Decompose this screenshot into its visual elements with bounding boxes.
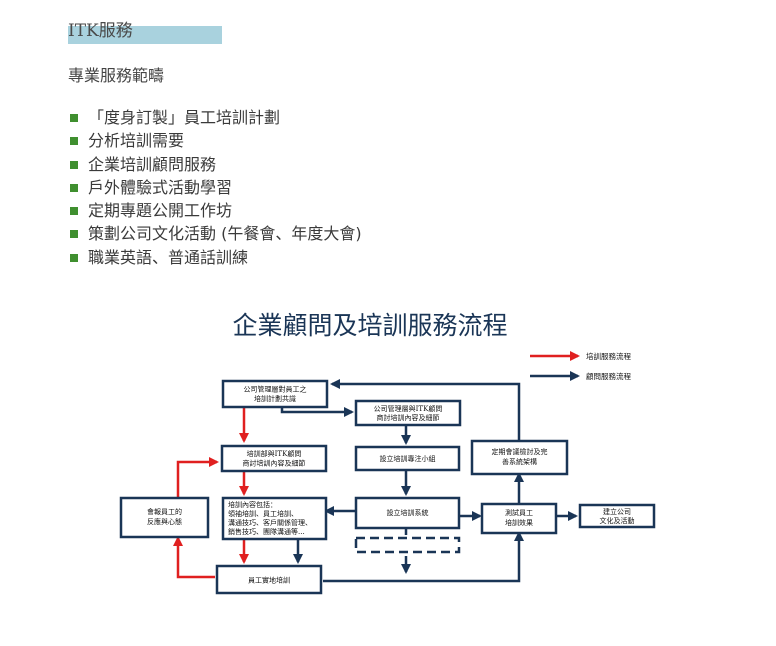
box-line: 銷售技巧、團隊溝通等... — [228, 527, 305, 536]
legend: 培訓服務流程 顧問服務流程 — [530, 351, 631, 381]
box-line: 善系統架構 — [502, 457, 537, 466]
box-culture: 建立公司 文化及活動 — [578, 503, 656, 529]
square-bullet-icon — [70, 137, 78, 146]
arrow-plan-to-mgmt-itk — [280, 407, 354, 417]
list-item: 戶外體驗式活動學習 — [70, 176, 362, 199]
legend-training-label: 培訓服務流程 — [586, 351, 631, 361]
box-feedback: 會報員工的 反應與心態 — [119, 496, 210, 539]
box-dashed — [354, 536, 461, 554]
box-review: 定期會議檢討及完 善系統架構 — [470, 439, 569, 476]
arrow-onsite-to-test — [323, 531, 524, 583]
square-bullet-icon — [70, 183, 78, 192]
square-bullet-icon — [70, 230, 78, 239]
list-item: 企業培訓顧問服務 — [70, 153, 362, 176]
box-content: 培訓內容包括： 領袖培訓、員工培訓、 溝通技巧、客戶關係管理、 銷售技巧、團隊溝… — [221, 496, 328, 541]
list-item-label: 定期專題公開工作坊 — [88, 201, 233, 221]
box-system: 設立培訓系統 — [354, 496, 461, 530]
box-line: 溝通技巧、客戶關係管理、 — [228, 518, 312, 527]
arrow-onsite-to-feedback — [173, 536, 215, 579]
box-training-itk: 培訓部與ITK顧問 商討培訓內容及細節 — [220, 444, 328, 473]
legend-consulting-label: 顧問服務流程 — [586, 371, 631, 381]
box-line: 設立培訓專注小組 — [380, 454, 436, 463]
square-bullet-icon — [70, 253, 78, 262]
square-bullet-icon — [70, 114, 78, 122]
list-item-label: 戶外體驗式活動學習 — [88, 177, 233, 197]
list-item: 定期專題公開工作坊 — [70, 199, 362, 222]
box-onsite: 員工實地培訓 — [215, 564, 323, 595]
flowchart-title: 企業顧問及培訓服務流程 — [232, 311, 508, 340]
square-bullet-icon — [70, 160, 78, 169]
box-line: 文化及活動 — [600, 516, 635, 525]
list-item: 分析培訓需要 — [70, 129, 362, 152]
box-mgmt-plan: 公司管理層對員工之 培訓計劃共識 — [221, 379, 329, 409]
list-item-label: 職業英語、普通話訓練 — [88, 247, 249, 267]
box-mgmt-itk: 公司管理層與ITK顧問 商討培訓內容及細節 — [354, 399, 462, 427]
box-line: 商討培訓內容及細節 — [243, 459, 306, 468]
list-item: 策劃公司文化活動 (午餐會、年度大會) — [70, 222, 362, 245]
section-heading: 專業服務範疇 — [68, 66, 165, 85]
list-item-label: 策劃公司文化活動 (午餐會、年度大會) — [88, 224, 362, 244]
box-line: 培訓內容包括： — [228, 500, 277, 509]
arrow-review-to-plan — [330, 379, 521, 441]
list-item: 「度身訂製」員工培訓計劃 — [70, 106, 362, 129]
box-line: 建立公司 — [603, 507, 631, 516]
box-line: 領袖培訓、員工培訓、 — [228, 509, 298, 518]
service-list: 「度身訂製」員工培訓計劃 分析培訓需要 企業培訓顧問服務 戶外體驗式活動學習 定… — [70, 106, 362, 269]
box-line: 設立培訓系統 — [387, 508, 429, 517]
box-line: 培訓效果 — [505, 518, 533, 527]
box-line: 會報員工的 — [147, 507, 182, 516]
box-line: 公司管理層對員工之 — [244, 385, 307, 394]
box-test: 測試員工 培訓效果 — [480, 502, 558, 535]
square-bullet-icon — [70, 207, 78, 216]
header-highlight-bar — [68, 26, 222, 44]
flow-connectors — [173, 379, 578, 583]
box-line: 反應與心態 — [147, 517, 182, 526]
list-item-label: 「度身訂製」員工培訓計劃 — [88, 108, 281, 127]
box-line: 測試員工 — [505, 508, 533, 517]
box-line: 員工實地培訓 — [248, 576, 290, 585]
box-team: 設立培訓專注小組 — [354, 445, 461, 472]
box-line: 培訓部與ITK顧問 — [247, 449, 302, 458]
list-item: 職業英語、普通話訓練 — [70, 246, 362, 269]
page-title: ITK服務 — [68, 21, 133, 41]
arrow-feedback-to-training — [176, 457, 219, 498]
box-line: 培訓計劃共識 — [254, 394, 296, 403]
box-line: 定期會議檢討及完 — [492, 447, 548, 456]
list-item-label: 分析培訓需要 — [88, 131, 185, 151]
box-line: 公司管理層與ITK顧問 — [374, 404, 443, 413]
list-item-label: 企業培訓顧問服務 — [88, 154, 217, 174]
box-line: 商討培訓內容及細節 — [377, 413, 440, 422]
